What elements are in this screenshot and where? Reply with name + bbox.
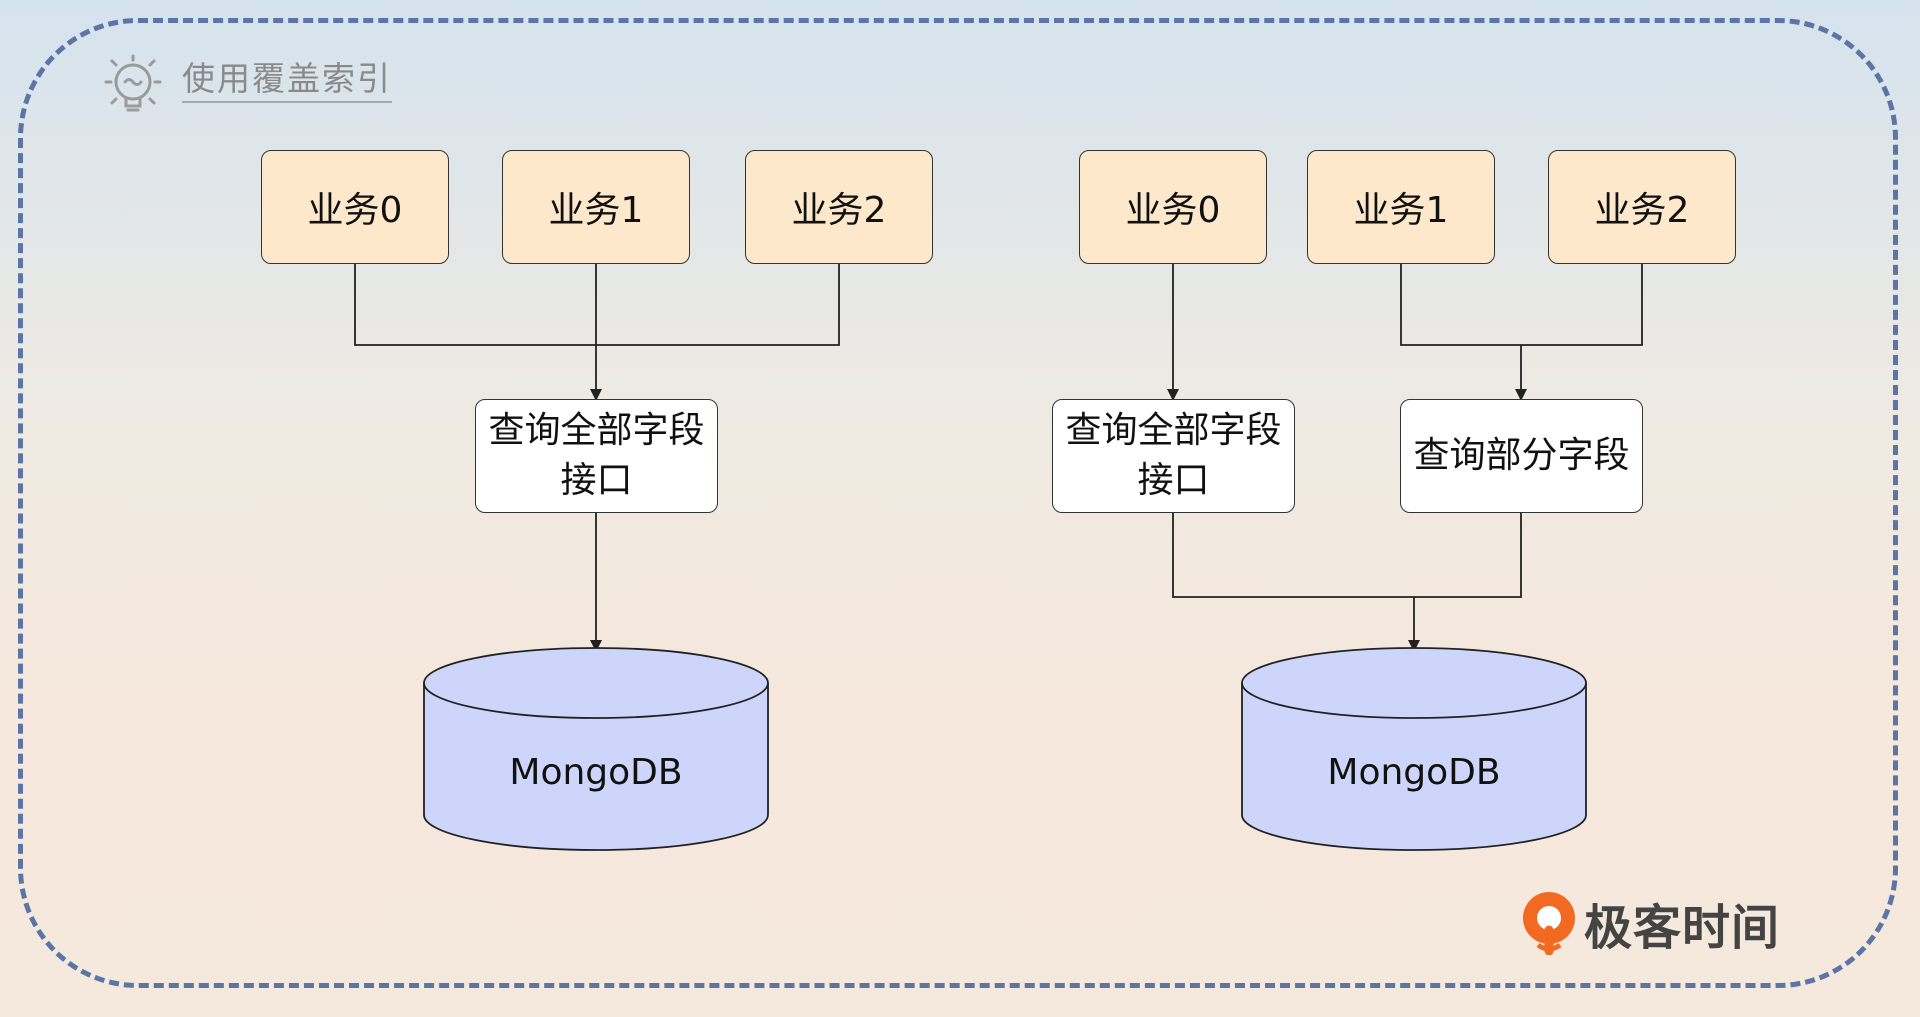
left-api-label-line2: 接口 <box>560 460 633 501</box>
right-connector-biz1-biz2 <box>1400 264 1643 346</box>
brand-name: 极客时间 <box>1584 900 1781 956</box>
right-database-cylinder <box>1241 647 1587 851</box>
left-database-label: MongoDB <box>509 752 683 793</box>
right-partial-api-label: 查询部分字段 <box>1413 434 1630 476</box>
brand-logo: 极客时间 <box>1520 888 1780 958</box>
brand-logo-icon <box>1523 892 1575 955</box>
right-connector-apis <box>1172 513 1522 598</box>
left-api-box: 查询全部字段 接口 <box>475 399 718 513</box>
right-full-api-box: 查询全部字段 接口 <box>1052 399 1295 513</box>
left-connector-biz0 <box>354 264 840 346</box>
right-service-0: 业务0 <box>1079 150 1267 264</box>
left-service-0: 业务0 <box>261 150 449 264</box>
left-service-2: 业务2 <box>745 150 933 264</box>
left-database-cylinder <box>423 647 769 851</box>
tip-title: 使用覆盖索引 <box>182 62 392 103</box>
right-partial-api-box: 查询部分字段 <box>1400 399 1643 513</box>
right-service-2: 业务2 <box>1548 150 1736 264</box>
right-database-label: MongoDB <box>1327 752 1501 793</box>
right-full-api-label-line1: 查询全部字段 <box>1065 409 1282 451</box>
lightbulb-icon <box>104 54 162 112</box>
right-service-1: 业务1 <box>1307 150 1495 264</box>
left-api-label-line1: 查询全部字段 <box>488 409 705 451</box>
right-full-api-label-line2: 接口 <box>1137 460 1210 501</box>
left-service-1: 业务1 <box>502 150 690 264</box>
dashed-frame <box>18 18 1898 988</box>
